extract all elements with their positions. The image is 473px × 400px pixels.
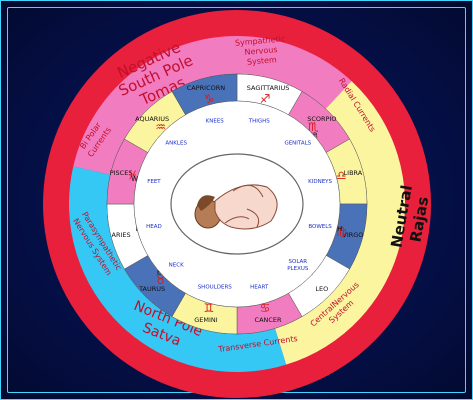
zodiac-glyph-icon: ♐ <box>260 92 271 106</box>
body-part-label: HEAD <box>146 224 162 230</box>
body-part-label: GENITALS <box>284 141 311 147</box>
pole-band-north <box>69 166 287 373</box>
body-part-label: THIGHS <box>248 118 271 124</box>
sign-name: GEMINI <box>194 316 218 324</box>
pole-band-neutral <box>275 81 406 365</box>
sympathetic-label-line: Nervous <box>244 45 278 57</box>
sign-name: CANCER <box>255 316 282 324</box>
body-part-label-line: PLEXUS <box>287 266 309 272</box>
sign-name: AQUARIUS <box>135 115 169 123</box>
pole-band-south <box>73 35 352 175</box>
body-part-label: KIDNEYS <box>308 179 332 185</box>
body-part-label: FEET <box>147 179 161 185</box>
sympathetic-label-line: Sympathetic <box>235 34 286 47</box>
figure-body <box>214 184 278 230</box>
body-part-label: ANKLES <box>165 141 187 147</box>
sign-name: PISCES <box>110 169 133 177</box>
figure-hair <box>197 195 215 211</box>
zodiac-glyph-icon: ♓ <box>127 169 138 183</box>
figure-limbs <box>224 184 264 228</box>
curled-body-figure <box>194 184 278 230</box>
zodiac-glyph-icon: ♋ <box>260 301 271 315</box>
sign-name: TAURUS <box>138 285 165 293</box>
zodiac-glyph-icon: ♉ <box>155 273 166 287</box>
sign-name: VIRGO <box>342 231 363 239</box>
body-part-label: SHOULDERS <box>198 285 233 291</box>
zodiac-glyph-icon: ♊ <box>204 301 215 315</box>
body-part-label: NECK <box>169 262 184 268</box>
sign-name: SAGITTARIUS <box>247 84 290 92</box>
sympathetic-label-line: System <box>247 55 278 67</box>
zodiac-glyph-icon: ♑ <box>204 92 215 106</box>
zodiac-glyph-icon: ♏ <box>308 120 319 134</box>
zodiac-glyph-icon: ♒ <box>155 120 166 134</box>
sign-name: CAPRICORN <box>187 84 226 92</box>
body-part-label: KNEES <box>206 118 225 124</box>
body-part-label: BOWELS <box>308 224 332 230</box>
sign-name: LIBRA <box>344 169 363 177</box>
body-part-label-line: SOLAR <box>289 259 308 265</box>
sign-name: LEO <box>315 285 328 293</box>
zodiac-glyph-icon: ♎ <box>336 169 347 183</box>
zodiac-glyph-icon: ♍ <box>336 224 347 238</box>
sign-name: ARIES <box>112 231 131 239</box>
body-part-label: HEART <box>250 285 269 291</box>
sign-name: SCORPIO <box>307 115 336 123</box>
